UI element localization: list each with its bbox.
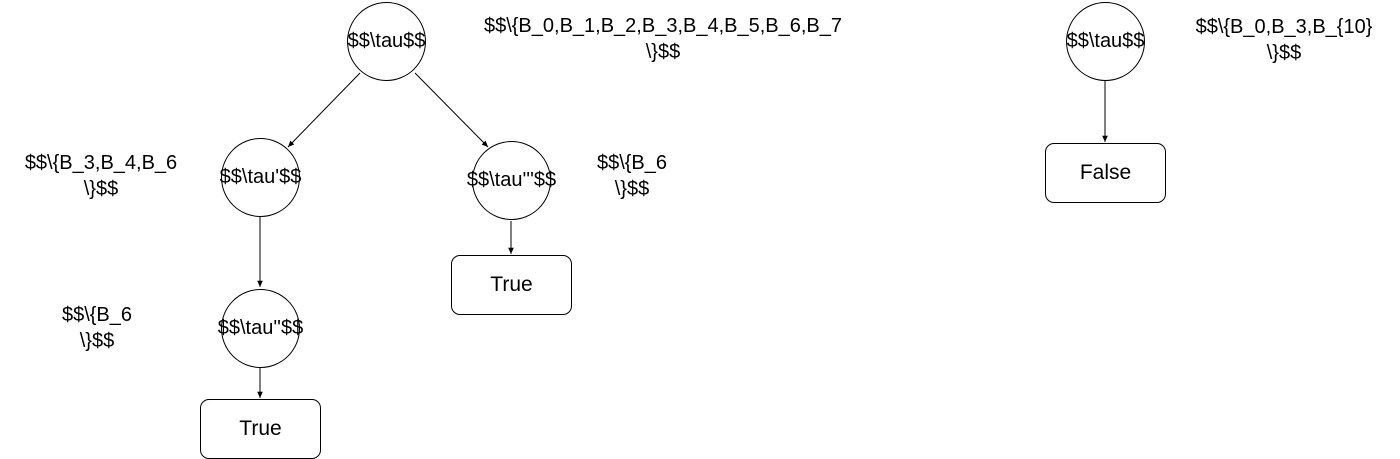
tree1-root-set: $$\{B_0,B_1,B_2,B_3,B_4,B_5,B_6,B_7 \}$$ bbox=[483, 15, 843, 63]
tree2-leaf: False bbox=[1045, 143, 1166, 203]
tree1-left-node: $$\tau'$$ bbox=[219, 138, 302, 217]
tree1-root-node: $$\tau$$ bbox=[347, 2, 426, 81]
tree2-root-label: $$\tau$$ bbox=[1066, 30, 1145, 52]
tree1-left-child-label: $$\tau''$$ bbox=[217, 317, 304, 339]
tree2-root-node: $$\tau$$ bbox=[1066, 2, 1145, 81]
edge-root-to-left bbox=[287, 72, 361, 148]
tree1-left-leaf: True bbox=[200, 399, 321, 459]
tree1-right-set: $$\{B_6 \}$$ bbox=[596, 152, 668, 200]
tree1-left-set: $$\{B_3,B_4,B_6 \}$$ bbox=[24, 152, 178, 200]
tree1-right-leaf: True bbox=[451, 255, 572, 315]
tree1-right-leaf-label: True bbox=[490, 273, 533, 296]
tree1-root-label: $$\tau$$ bbox=[347, 30, 426, 52]
tree1-right-node: $$\tau'''$$ bbox=[467, 141, 556, 220]
tree1-left-child-node: $$\tau''$$ bbox=[218, 289, 303, 368]
tree2-leaf-label: False bbox=[1079, 161, 1132, 184]
tree1-right-label: $$\tau'''$$ bbox=[466, 169, 557, 191]
tree1-left-leaf-label: True bbox=[239, 417, 282, 440]
edge-root-to-right bbox=[414, 72, 489, 148]
tree1-left-label: $$\tau'$$ bbox=[219, 166, 302, 188]
tree1-left-child-set: $$\{B_6 \}$$ bbox=[61, 304, 133, 352]
tree2-root-set: $$\{B_0,B_3,B_{10} \}$$ bbox=[1195, 16, 1373, 64]
